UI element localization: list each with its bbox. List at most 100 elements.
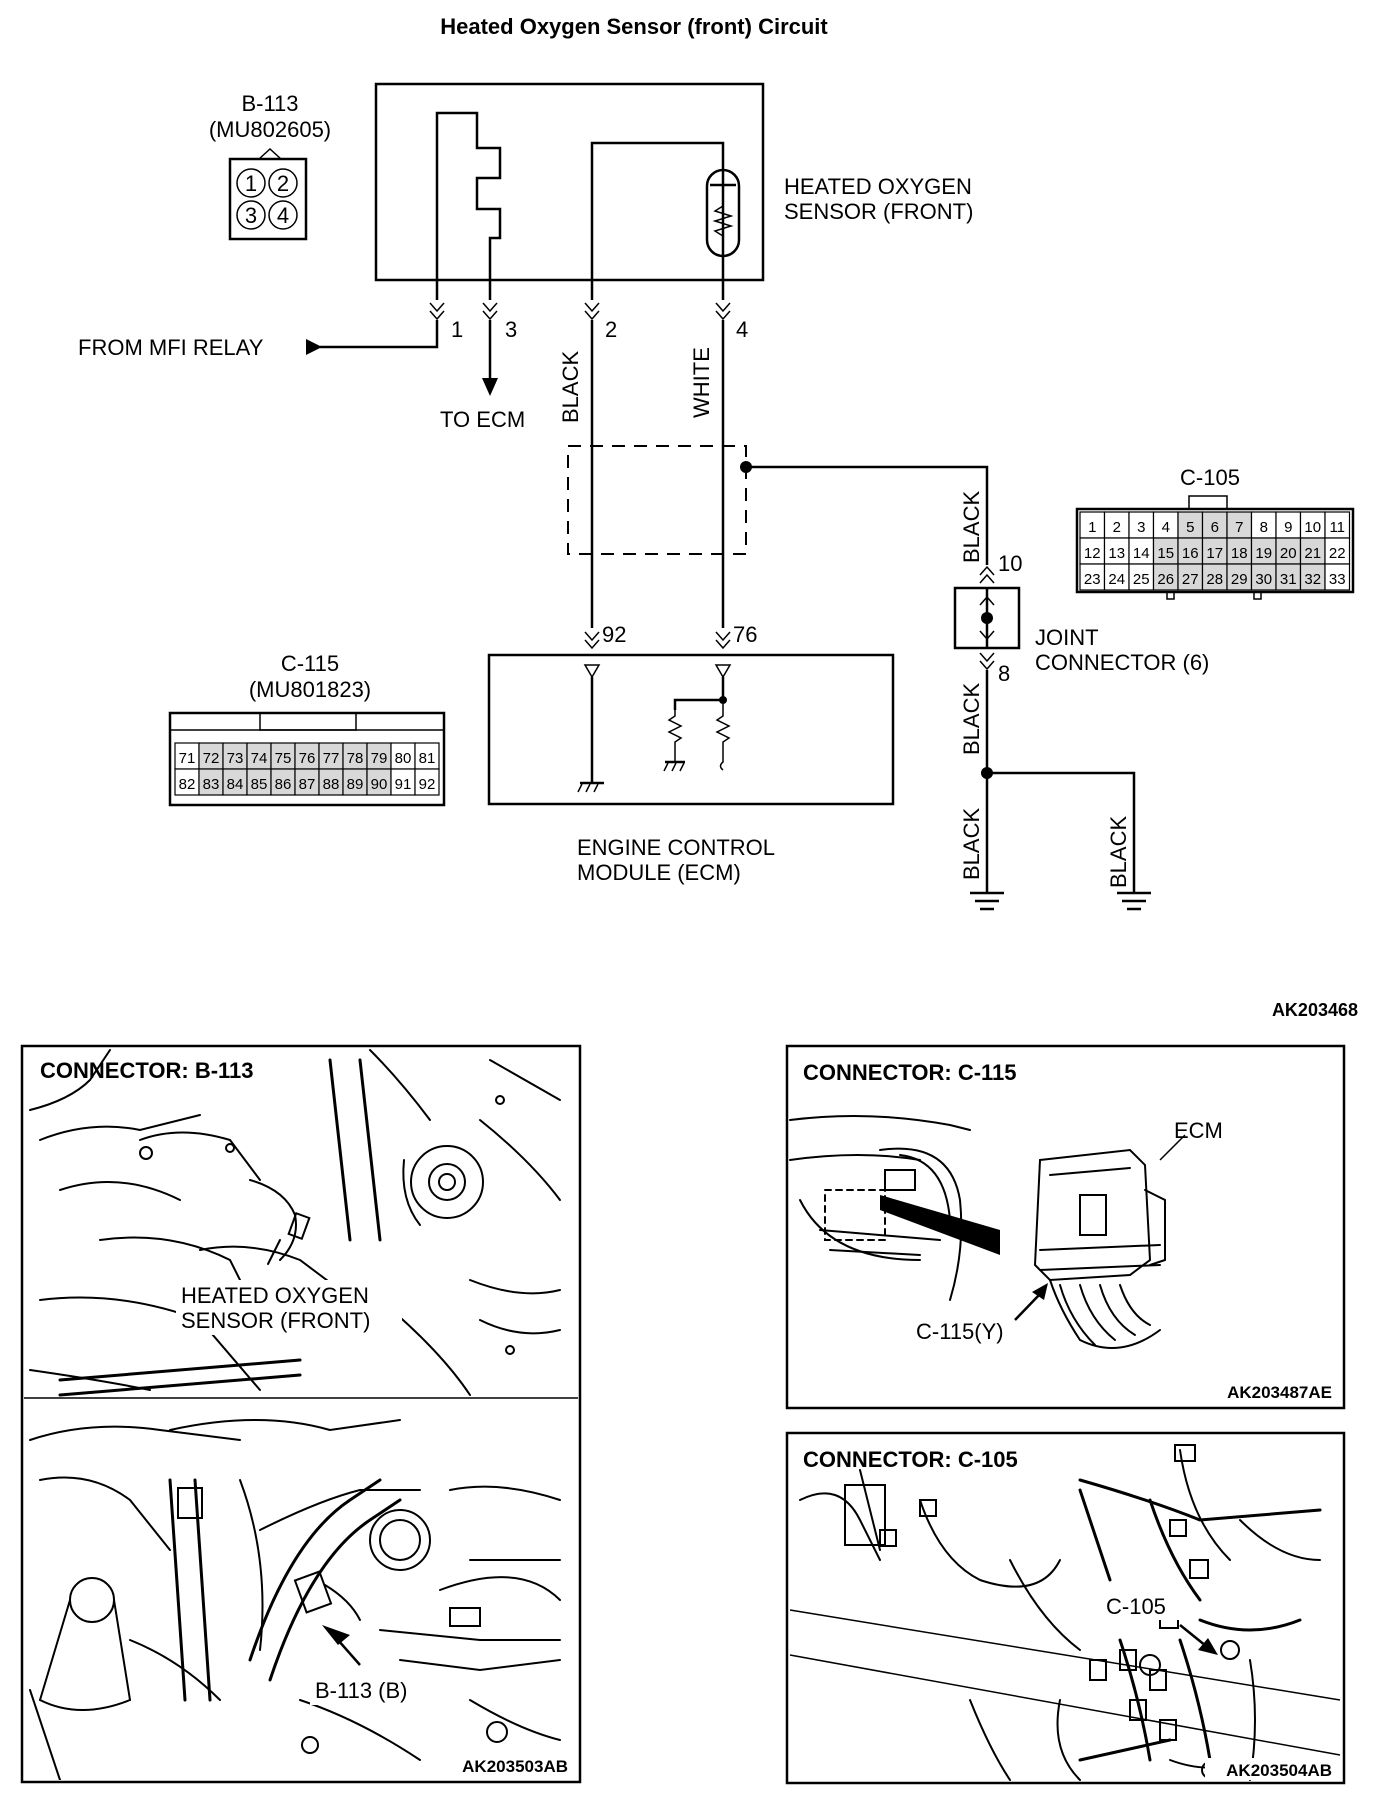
connector-pin-number: 19	[1255, 545, 1272, 562]
joint-connector	[953, 565, 1021, 671]
connector-pin-cell	[414, 768, 440, 796]
panel-b113-heading: CONNECTOR: B-113	[40, 1058, 254, 1083]
connector-pin-number: 28	[1206, 571, 1223, 588]
shielded-wire-box	[567, 445, 747, 555]
panel-b113-callout-line1: HEATED OXYGEN	[181, 1283, 369, 1308]
ground-wire-color-a: BLACK	[959, 683, 984, 755]
b113-lower-illustration	[29, 1419, 561, 1780]
connector-pin-number: 79	[371, 750, 388, 767]
connector-pin-number: 25	[1133, 571, 1150, 588]
connector-pin-number: 12	[1084, 545, 1101, 562]
connector-pin-number: 18	[1231, 545, 1248, 562]
pin-92-label: 92	[602, 622, 626, 647]
connector-pin-cell	[342, 768, 368, 796]
connector-pin-number: 20	[1280, 545, 1297, 562]
connector-pin-number: 78	[347, 750, 364, 767]
c105-illustration	[789, 1444, 1341, 1781]
panel-c105-heading: CONNECTOR: C-105	[803, 1447, 1018, 1472]
connector-pin-number: 33	[1329, 571, 1346, 588]
panel-c115-heading: CONNECTOR: C-115	[803, 1060, 1017, 1085]
pin-10-label: 10	[998, 551, 1022, 576]
b113-pin-3: 3	[245, 203, 257, 228]
connector-pin-cell	[1275, 511, 1302, 539]
connector-pin-number: 85	[251, 776, 268, 793]
to-ecm-arrow	[482, 378, 498, 396]
connector-pin-cell	[1128, 563, 1155, 591]
joint-label-line2: CONNECTOR (6)	[1035, 650, 1209, 675]
b113-part: (MU802605)	[209, 117, 331, 142]
connector-pin-cell	[390, 768, 416, 796]
ground-symbol-b	[1117, 891, 1151, 911]
panel-b113-callout-line2: SENSOR (FRONT)	[181, 1308, 370, 1333]
connector-pin-number: 31	[1280, 571, 1297, 588]
connector-pin-number: 1	[1088, 519, 1096, 536]
from-mfi-relay: FROM MFI RELAY	[78, 335, 264, 360]
c115-illustration	[789, 1115, 1186, 1349]
ground-wire-color-b: BLACK	[959, 808, 984, 880]
connector-pin-number: 13	[1108, 545, 1125, 562]
connector-pin-number: 76	[299, 750, 316, 767]
connector-pin-cell	[246, 742, 272, 770]
mfi-arrow	[306, 339, 322, 355]
panel-c115-code: AK203487AE	[1227, 1383, 1332, 1402]
connector-pin-cell	[1226, 537, 1253, 565]
connector-pin-number: 27	[1182, 571, 1199, 588]
connector-pin-number: 26	[1157, 571, 1174, 588]
connector-pin-number: 17	[1206, 545, 1223, 562]
ecm-label-line1: ENGINE CONTROL	[577, 835, 775, 860]
connector-pin-cell	[1275, 563, 1302, 591]
connector-pin-number: 75	[275, 750, 292, 767]
connector-pin-number: 7	[1235, 519, 1243, 536]
connector-pin-number: 3	[1137, 519, 1145, 536]
pin-8-label: 8	[998, 661, 1010, 686]
b113-pin-4: 4	[277, 203, 289, 228]
b113-pin-2: 2	[277, 171, 289, 196]
panel-c105-code: AK203504AB	[1226, 1761, 1332, 1780]
connector-pin-cell	[1177, 537, 1204, 565]
b113-id: B-113	[241, 91, 298, 116]
connector-pin-number: 87	[299, 776, 316, 793]
connector-pin-number: 84	[227, 776, 244, 793]
connector-pin-number: 88	[323, 776, 340, 793]
connector-pin-number: 74	[251, 750, 268, 767]
panel-c105-callout: C-105	[1106, 1594, 1166, 1619]
connector-pin-number: 22	[1329, 545, 1346, 562]
panel-c115-ecm-label: ECM	[1174, 1118, 1223, 1143]
b113-upper-illustration	[29, 1049, 561, 1397]
connector-pin-cell	[1079, 511, 1106, 539]
ecm-label-line2: MODULE (ECM)	[577, 860, 741, 885]
figure-code-top: AK203468	[1272, 1000, 1358, 1020]
connector-pin-cell	[1275, 537, 1302, 565]
pin-76-label: 76	[733, 622, 757, 647]
connector-pin-number: 80	[395, 750, 412, 767]
connector-pin-cell	[174, 768, 200, 796]
panel-b113: CONNECTOR: B-113 HEATED OXYGEN SENSOR (F…	[20, 1044, 582, 1784]
connector-pin-cell	[198, 768, 224, 796]
sensor-label-line1: HEATED OXYGEN	[784, 174, 972, 199]
b113-pin-1: 1	[245, 171, 257, 196]
sensor-label-line2: SENSOR (FRONT)	[784, 199, 973, 224]
connector-pin-cell	[270, 768, 296, 796]
panel-b113-callout2: B-113 (B)	[315, 1678, 408, 1703]
panel-c105: CONNECTOR: C-105 C-105 AK203504AB	[785, 1431, 1346, 1785]
panel-c115: CONNECTOR: C-115 E	[785, 1044, 1346, 1410]
b113-connector-symbol: B-113 (MU802605) 1 2 3 4	[209, 91, 331, 241]
connector-pin-number: 86	[275, 776, 292, 793]
pin-3-label: 3	[505, 317, 517, 342]
panel-b113-code: AK203503AB	[462, 1757, 568, 1776]
connector-pin-number: 5	[1186, 519, 1194, 536]
connector-pin-number: 8	[1260, 519, 1268, 536]
c115-wedge	[880, 1195, 1000, 1255]
connector-pin-number: 91	[395, 776, 412, 793]
connector-pin-number: 29	[1231, 571, 1248, 588]
connector-pin-number: 30	[1255, 571, 1272, 588]
sensor-pin-chevrons	[429, 302, 731, 321]
connector-pin-number: 14	[1133, 545, 1150, 562]
connector-pin-cell	[318, 742, 344, 770]
pin-4-label: 4	[736, 317, 748, 342]
pin-2-label: 2	[605, 317, 617, 342]
heated-oxygen-sensor-box	[374, 82, 765, 300]
to-ecm-label: TO ECM	[440, 407, 525, 432]
